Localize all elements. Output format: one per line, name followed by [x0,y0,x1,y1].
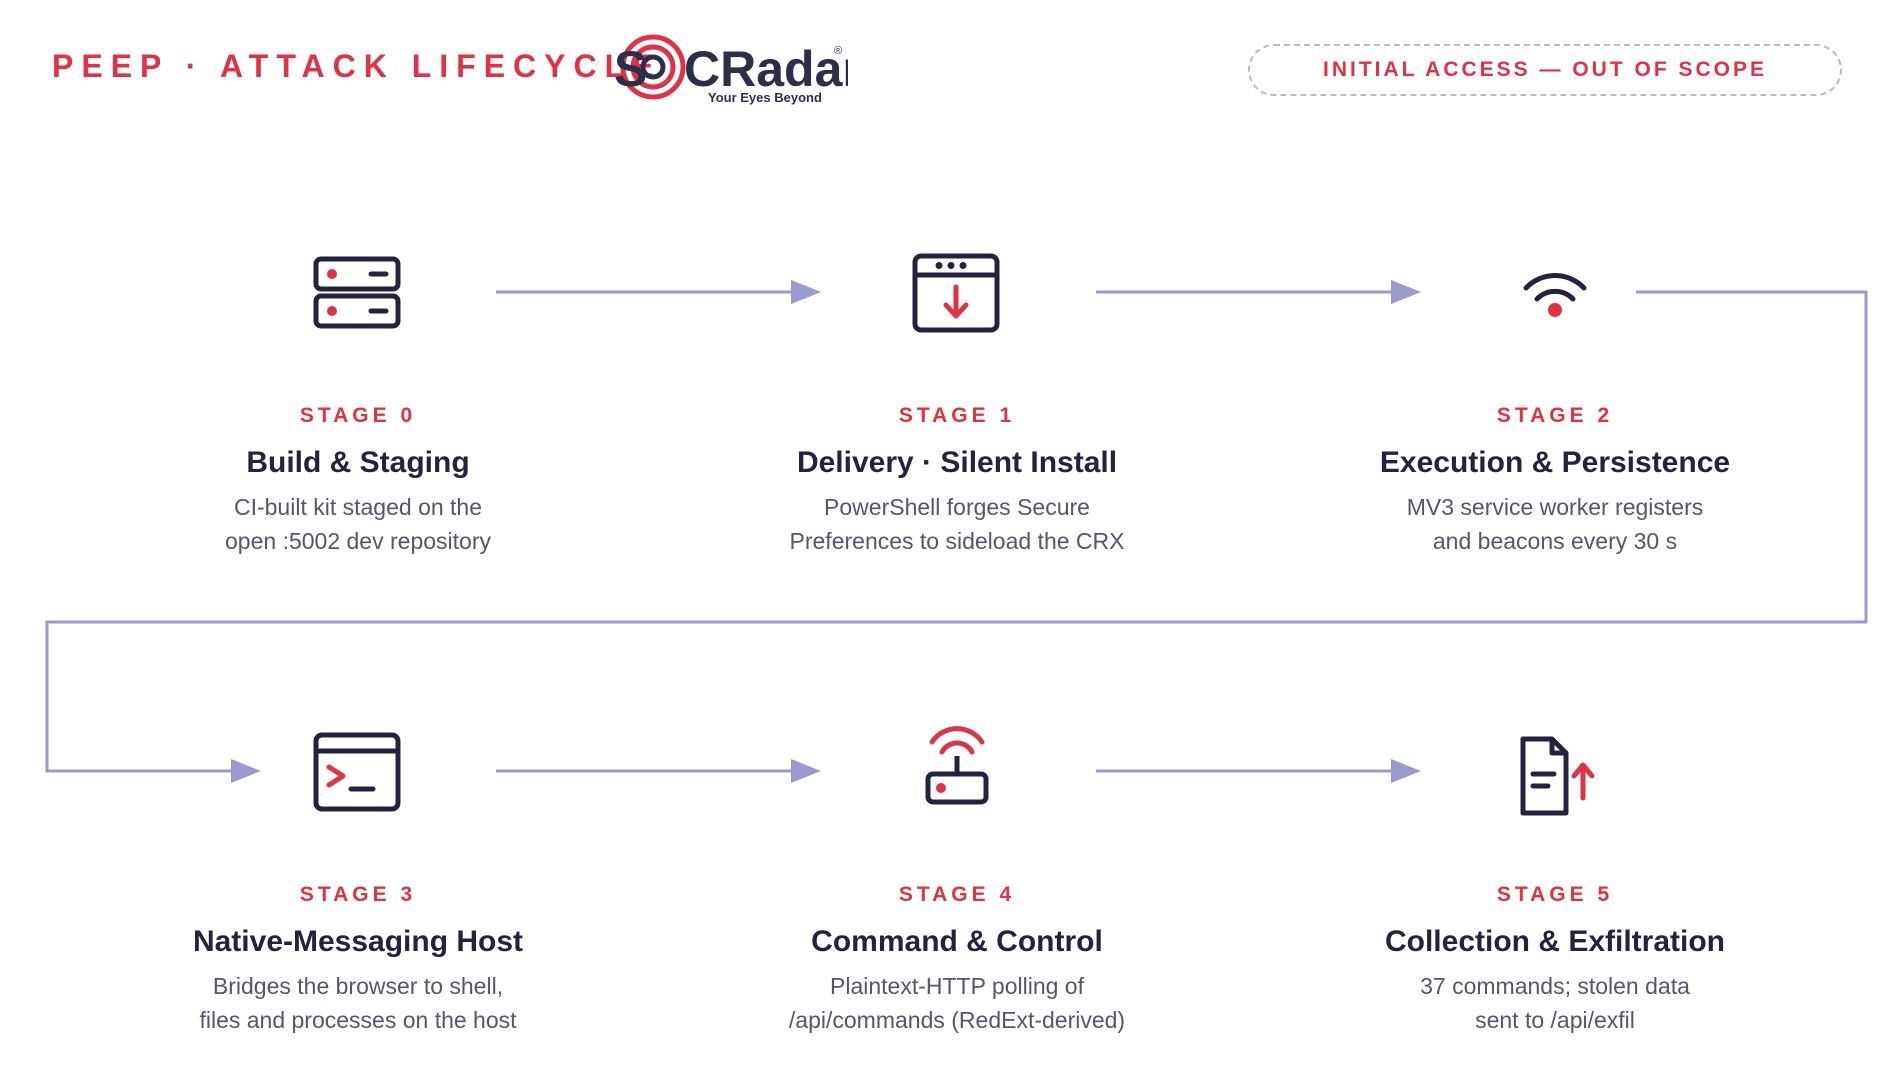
page-title: PEEP · ATTACK LIFECYCLE [52,48,662,84]
stage-title: Collection & Exfiltration [1384,925,1726,958]
router-icon [925,726,989,805]
stage-title: Delivery · Silent Install [796,446,1118,479]
scope-badge: INITIAL ACCESS — OUT OF SCOPE [1248,44,1842,96]
stage-4: STAGE 4 Command & Control Plaintext-HTTP… [727,883,1187,1037]
browser-download-icon [912,253,1000,333]
stage-1: STAGE 1 Delivery · Silent Install PowerS… [727,404,1187,558]
stage-title: Command & Control [811,925,1103,958]
stage-3: STAGE 3 Native-Messaging Host Bridges th… [128,883,588,1037]
stage-0: STAGE 0 Build & Staging CI-built kit sta… [128,404,588,558]
document-upload-icon [1520,736,1595,816]
stage-2: STAGE 2 Execution & Persistence MV3 serv… [1325,404,1785,558]
socradar-logo: S CRadar ® Your Eyes Beyond [614,34,848,105]
stage-title: Native-Messaging Host [192,925,524,958]
stage-label: STAGE 1 [898,404,1016,427]
terminal-icon [313,732,401,812]
server-icon [313,256,401,329]
stage-label: STAGE 4 [898,883,1016,906]
stage-label: STAGE 2 [1496,404,1614,427]
svg-text:Your Eyes Beyond: Your Eyes Beyond [708,90,822,105]
radar-o-mark [620,34,686,100]
svg-text:S: S [614,41,647,97]
stage-5: STAGE 5 Collection & Exfiltration 37 com… [1325,883,1785,1037]
wifi-beacon-icon [1523,273,1587,317]
stage-title: Build & Staging [246,446,470,479]
stage-label: STAGE 3 [299,883,417,906]
stage-description: Bridges the browser to shell,files and p… [199,973,517,1033]
svg-text:®: ® [834,45,842,57]
stage-label: STAGE 5 [1496,883,1614,906]
svg-text:CRadar: CRadar [684,41,848,97]
stage-title: Execution & Persistence [1379,446,1731,479]
stage-description: Plaintext-HTTP polling of/api/commands (… [788,973,1126,1033]
stage-label: STAGE 0 [299,404,417,427]
arrow-stage2-stage3 [45,290,1868,783]
